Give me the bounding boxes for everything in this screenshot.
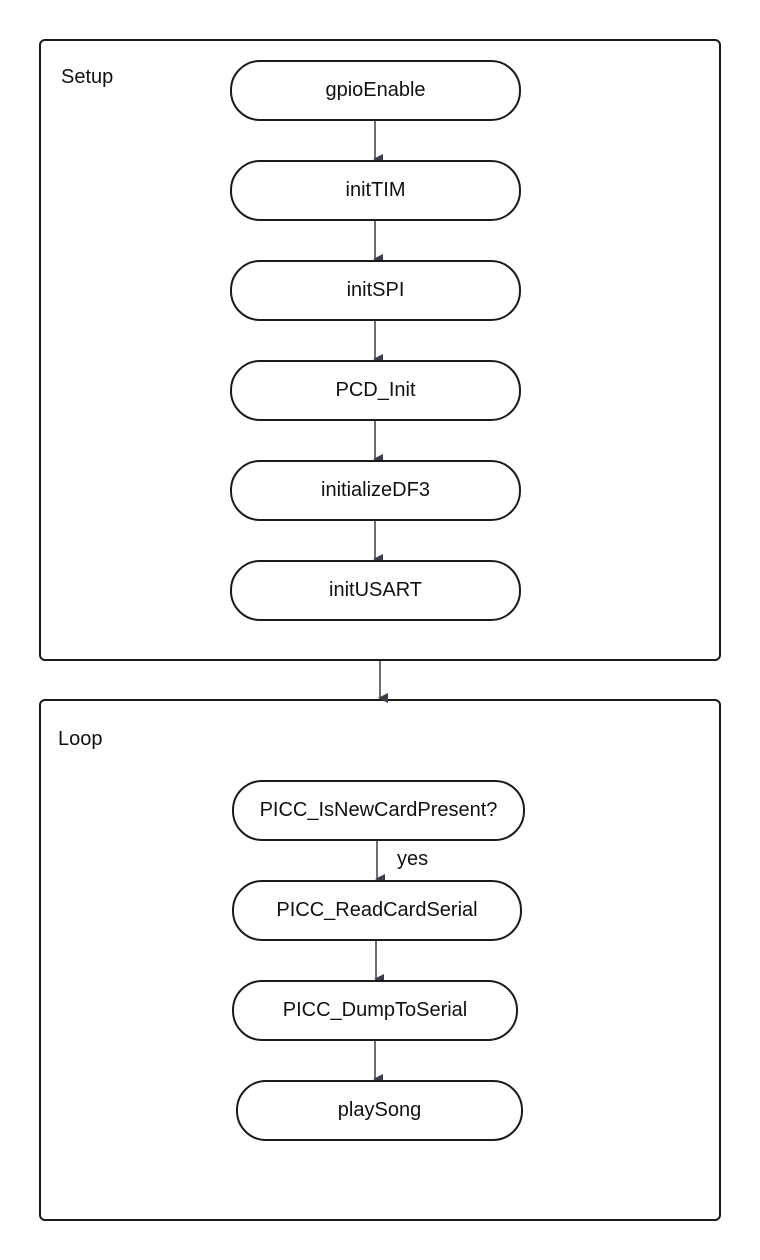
node-PICC_ReadCardSerial[interactable]: PICC_ReadCardSerial bbox=[232, 880, 522, 941]
node-initSPI[interactable]: initSPI bbox=[230, 260, 521, 321]
node-initUSART[interactable]: initUSART bbox=[230, 560, 521, 621]
node-PICC_IsNewCardPresent[interactable]: PICC_IsNewCardPresent? bbox=[232, 780, 525, 841]
node-initTIM[interactable]: initTIM bbox=[230, 160, 521, 221]
edge-label-yes: yes bbox=[397, 848, 429, 870]
node-gpioEnable[interactable]: gpioEnable bbox=[230, 60, 521, 121]
node-playSong[interactable]: playSong bbox=[236, 1080, 523, 1141]
node-PCD_Init[interactable]: PCD_Init bbox=[230, 360, 521, 421]
loop-group-label: Loop bbox=[58, 728, 103, 750]
node-PICC_DumpToSerial[interactable]: PICC_DumpToSerial bbox=[232, 980, 518, 1041]
node-initializeDF3[interactable]: initializeDF3 bbox=[230, 460, 521, 521]
setup-group-label: Setup bbox=[61, 66, 114, 88]
